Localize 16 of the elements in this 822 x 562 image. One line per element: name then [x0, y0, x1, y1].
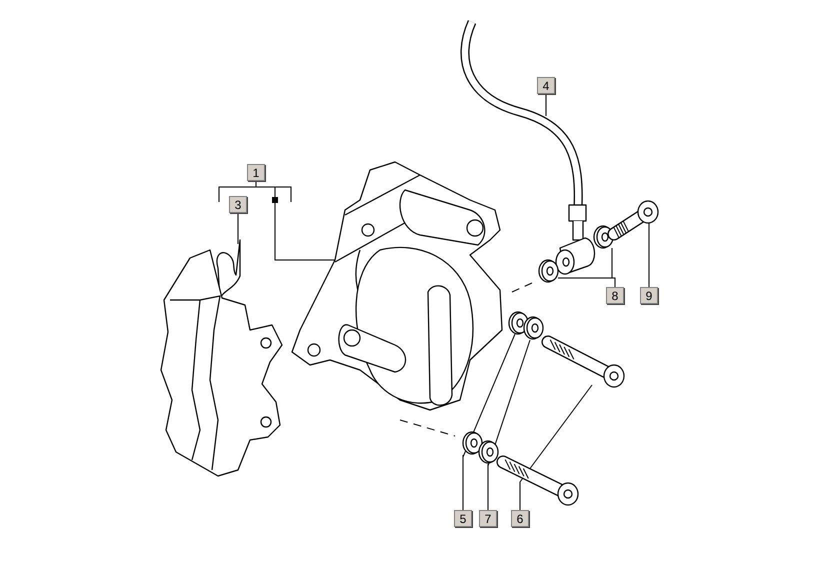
- washer-drawing: [522, 316, 546, 342]
- leader-line: [462, 334, 516, 510]
- callout-number: 5: [454, 510, 472, 527]
- washer-drawing: [537, 259, 561, 285]
- washer-drawing: [477, 440, 501, 466]
- callout-number: 8: [606, 287, 624, 304]
- leader-line: [520, 384, 592, 510]
- washer-drawing: [592, 225, 616, 251]
- leader-line: [488, 340, 530, 510]
- leader-line: [648, 222, 650, 288]
- callout-number: 1: [247, 164, 265, 181]
- callout-number: 9: [640, 287, 658, 304]
- callout-number: 7: [479, 510, 497, 527]
- callout-number: 3: [229, 196, 247, 213]
- callout-number: 6: [511, 510, 529, 527]
- leader-line: [612, 248, 616, 288]
